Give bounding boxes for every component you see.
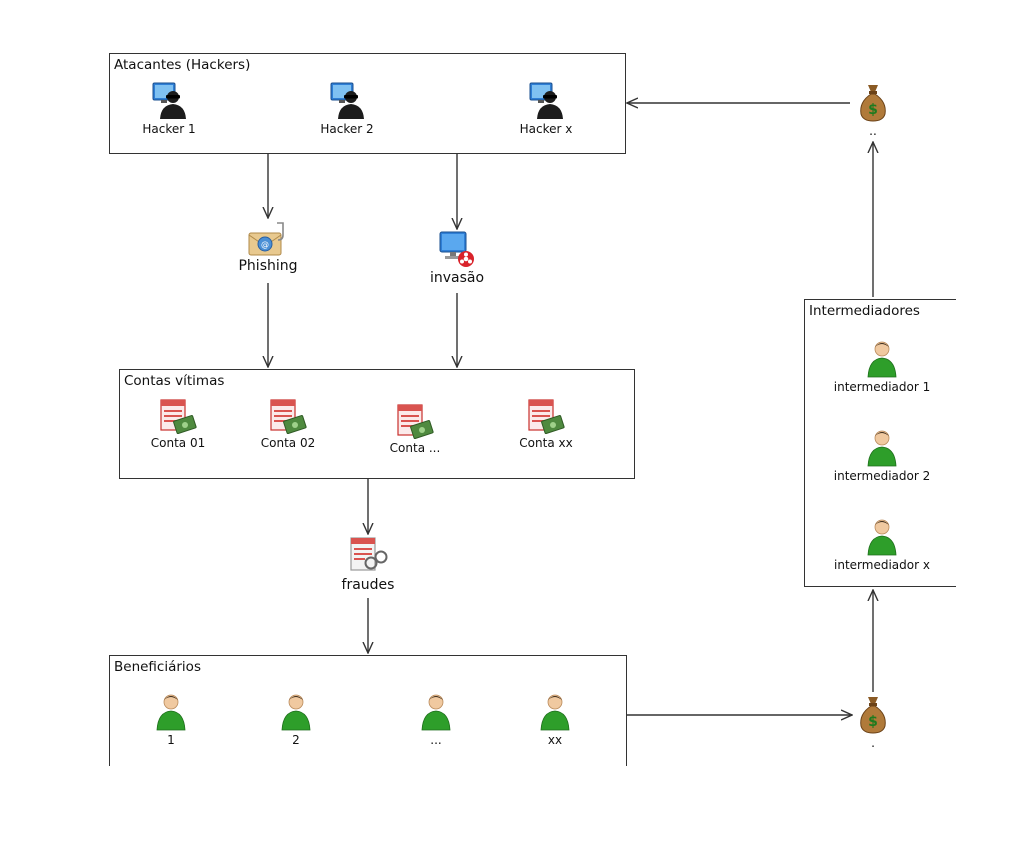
account-label: Conta ... xyxy=(389,441,441,455)
phishing-node: @ Phishing xyxy=(208,221,328,274)
hacker-label: Hacker 2 xyxy=(320,122,374,136)
hacker-node: Hacker 2 xyxy=(292,82,402,136)
hacker-icon xyxy=(529,82,563,119)
bank-account-icon xyxy=(160,399,197,434)
person-icon xyxy=(867,430,897,467)
beneficiary-label: 2 xyxy=(292,733,300,747)
person-icon xyxy=(867,341,897,378)
beneficiary-node: ... xyxy=(381,693,491,747)
money-bottom-label: . xyxy=(871,736,875,750)
invasion-node: invasão xyxy=(397,231,517,286)
intermediary-label: intermediador 2 xyxy=(833,469,931,483)
intermediaries-box-title: Intermediadores xyxy=(809,303,920,319)
phishing-label: Phishing xyxy=(238,258,298,274)
hacker-node: Hacker x xyxy=(491,82,601,136)
account-node: Conta ... xyxy=(360,403,470,455)
account-label: Conta 01 xyxy=(150,436,206,450)
person-icon xyxy=(867,519,897,556)
fraud-label: fraudes xyxy=(341,577,395,593)
bank-account-icon xyxy=(397,404,434,439)
intermediary-node: intermediador x xyxy=(827,518,937,572)
beneficiary-label: ... xyxy=(430,733,442,747)
phishing-icon: @ xyxy=(248,222,284,256)
person-icon xyxy=(156,694,186,731)
account-node: Conta 02 xyxy=(233,398,343,450)
hacker-node: Hacker 1 xyxy=(114,82,224,136)
intermediary-label: intermediador x xyxy=(834,558,930,572)
money-node-bottom: $ . xyxy=(818,694,928,750)
svg-text:@: @ xyxy=(261,240,269,249)
account-label: Conta xx xyxy=(519,436,573,450)
intermediary-node: intermediador 1 xyxy=(827,340,937,394)
attackers-box-title: Atacantes (Hackers) xyxy=(114,57,251,73)
account-label: Conta 02 xyxy=(260,436,316,450)
account-node: Conta xx xyxy=(491,398,601,450)
money-top-label: .. xyxy=(869,124,877,138)
bank-account-icon xyxy=(270,399,307,434)
beneficiaries-box-title: Beneficiários xyxy=(114,659,201,675)
money-node-top: $ .. xyxy=(818,82,928,138)
bank-account-icon xyxy=(528,399,565,434)
victims-box-title: Contas vítimas xyxy=(124,373,225,389)
invasion-label: invasão xyxy=(429,270,485,286)
intermediary-label: intermediador 1 xyxy=(833,380,931,394)
attackers-box: Atacantes (Hackers) xyxy=(109,53,626,154)
hacker-icon xyxy=(152,82,186,119)
svg-text:$: $ xyxy=(868,714,878,730)
beneficiary-node: xx xyxy=(500,693,610,747)
beneficiary-label: 1 xyxy=(167,733,175,747)
beneficiary-node: 1 xyxy=(116,693,226,747)
fraud-node: fraudes xyxy=(308,536,428,593)
infected-computer-icon xyxy=(439,231,474,267)
money-bag-icon: $ xyxy=(860,697,886,734)
person-icon xyxy=(421,694,451,731)
beneficiary-label: xx xyxy=(547,733,563,747)
person-icon xyxy=(540,694,570,731)
svg-text:$: $ xyxy=(868,102,878,118)
person-icon xyxy=(281,694,311,731)
hacker-icon xyxy=(330,82,364,119)
money-bag-icon: $ xyxy=(860,85,886,122)
account-node: Conta 01 xyxy=(123,398,233,450)
image-crop-area xyxy=(0,766,1024,860)
hacker-label: Hacker 1 xyxy=(142,122,196,136)
beneficiary-node: 2 xyxy=(241,693,351,747)
intermediary-node: intermediador 2 xyxy=(827,429,937,483)
hacker-label: Hacker x xyxy=(519,122,573,136)
fraud-document-icon xyxy=(350,537,388,571)
